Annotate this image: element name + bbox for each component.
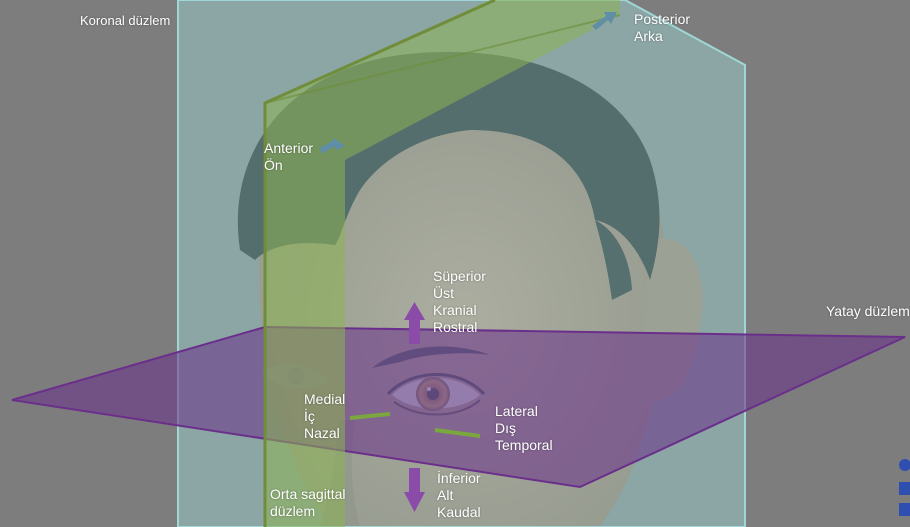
- inferior-label: İnferior Alt Kaudal: [437, 470, 481, 521]
- lateral-turkish: Dış: [495, 420, 553, 437]
- coronal-plane-label: Koronal düzlem: [80, 12, 170, 29]
- posterior-term: Posterior: [634, 11, 690, 28]
- superior-turkish: Üst: [433, 285, 486, 302]
- lateral-term: Lateral: [495, 403, 553, 420]
- posterior-turkish: Arka: [634, 28, 690, 45]
- logo-fragment: [899, 459, 910, 516]
- inferior-turkish: Alt: [437, 487, 481, 504]
- superior-cranial: Kranial: [433, 302, 486, 319]
- posterior-label: Posterior Arka: [634, 11, 690, 45]
- transverse-plane: [12, 327, 905, 487]
- midsagittal-plane-label: Orta sagittal düzlem: [270, 486, 345, 520]
- superior-rostral: Rostral: [433, 319, 486, 336]
- medial-label: Medial İç Nazal: [304, 391, 345, 442]
- medial-nasal: Nazal: [304, 425, 345, 442]
- anterior-turkish: Ön: [264, 157, 313, 174]
- transverse-plane-label: Yatay düzlem: [826, 303, 910, 320]
- medial-term: Medial: [304, 391, 345, 408]
- anterior-term: Anterior: [264, 140, 313, 157]
- inferior-caudal: Kaudal: [437, 504, 481, 521]
- inferior-term: İnferior: [437, 470, 481, 487]
- midsagittal-line-2: düzlem: [270, 503, 345, 520]
- superior-label: Süperior Üst Kranial Rostral: [433, 268, 486, 336]
- lateral-temporal: Temporal: [495, 437, 553, 454]
- superior-term: Süperior: [433, 268, 486, 285]
- lateral-label: Lateral Dış Temporal: [495, 403, 553, 454]
- anterior-label: Anterior Ön: [264, 140, 313, 174]
- medial-turkish: İç: [304, 408, 345, 425]
- midsagittal-line-1: Orta sagittal: [270, 486, 345, 503]
